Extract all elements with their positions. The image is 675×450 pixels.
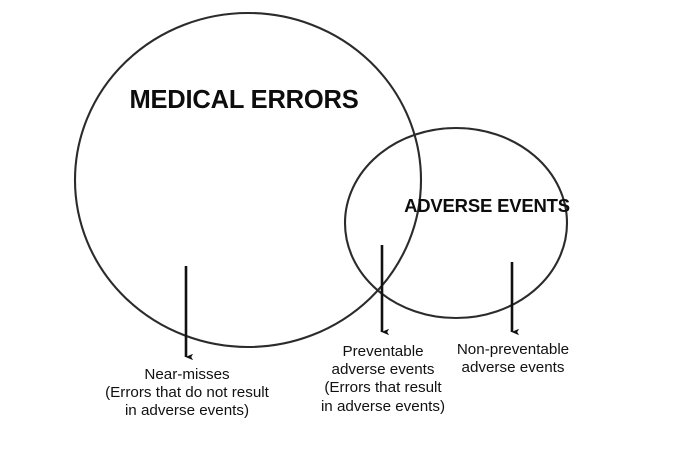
callout-non-preventable-line-1: Non-preventable — [456, 341, 570, 358]
callout-preventable-line-4: in adverse events) — [320, 397, 446, 415]
set-label-medical-errors: MEDICAL ERRORS — [129, 86, 359, 114]
callout-non-preventable-line-2: adverse events — [461, 359, 565, 377]
circle-medical-errors — [73, 11, 423, 349]
set-label-adverse-events-line-1: ADVERSE — [404, 195, 493, 216]
callout-near-misses-line-2: (Errors that do not result — [105, 384, 269, 402]
callout-near-misses: Near-misses (Errors that do not result i… — [46, 366, 328, 421]
callout-non-preventable-adverse-events: Non-preventable adverse events — [434, 341, 592, 377]
circle-adverse-events — [343, 126, 569, 320]
callout-near-misses-line-1: Near-misses — [144, 366, 230, 383]
callout-preventable-adverse-events: Preventable adverse events (Errors that … — [296, 343, 470, 416]
callout-preventable-line-3: (Errors that result — [324, 379, 442, 397]
set-label-adverse-events: ADVERSE EVENTS — [404, 195, 570, 218]
callout-preventable-line-2: adverse events — [331, 361, 435, 379]
set-label-adverse-events-line-2: EVENTS — [497, 195, 570, 216]
callout-preventable-line-1: Preventable — [342, 343, 424, 360]
callout-near-misses-line-3: in adverse events) — [124, 402, 250, 420]
